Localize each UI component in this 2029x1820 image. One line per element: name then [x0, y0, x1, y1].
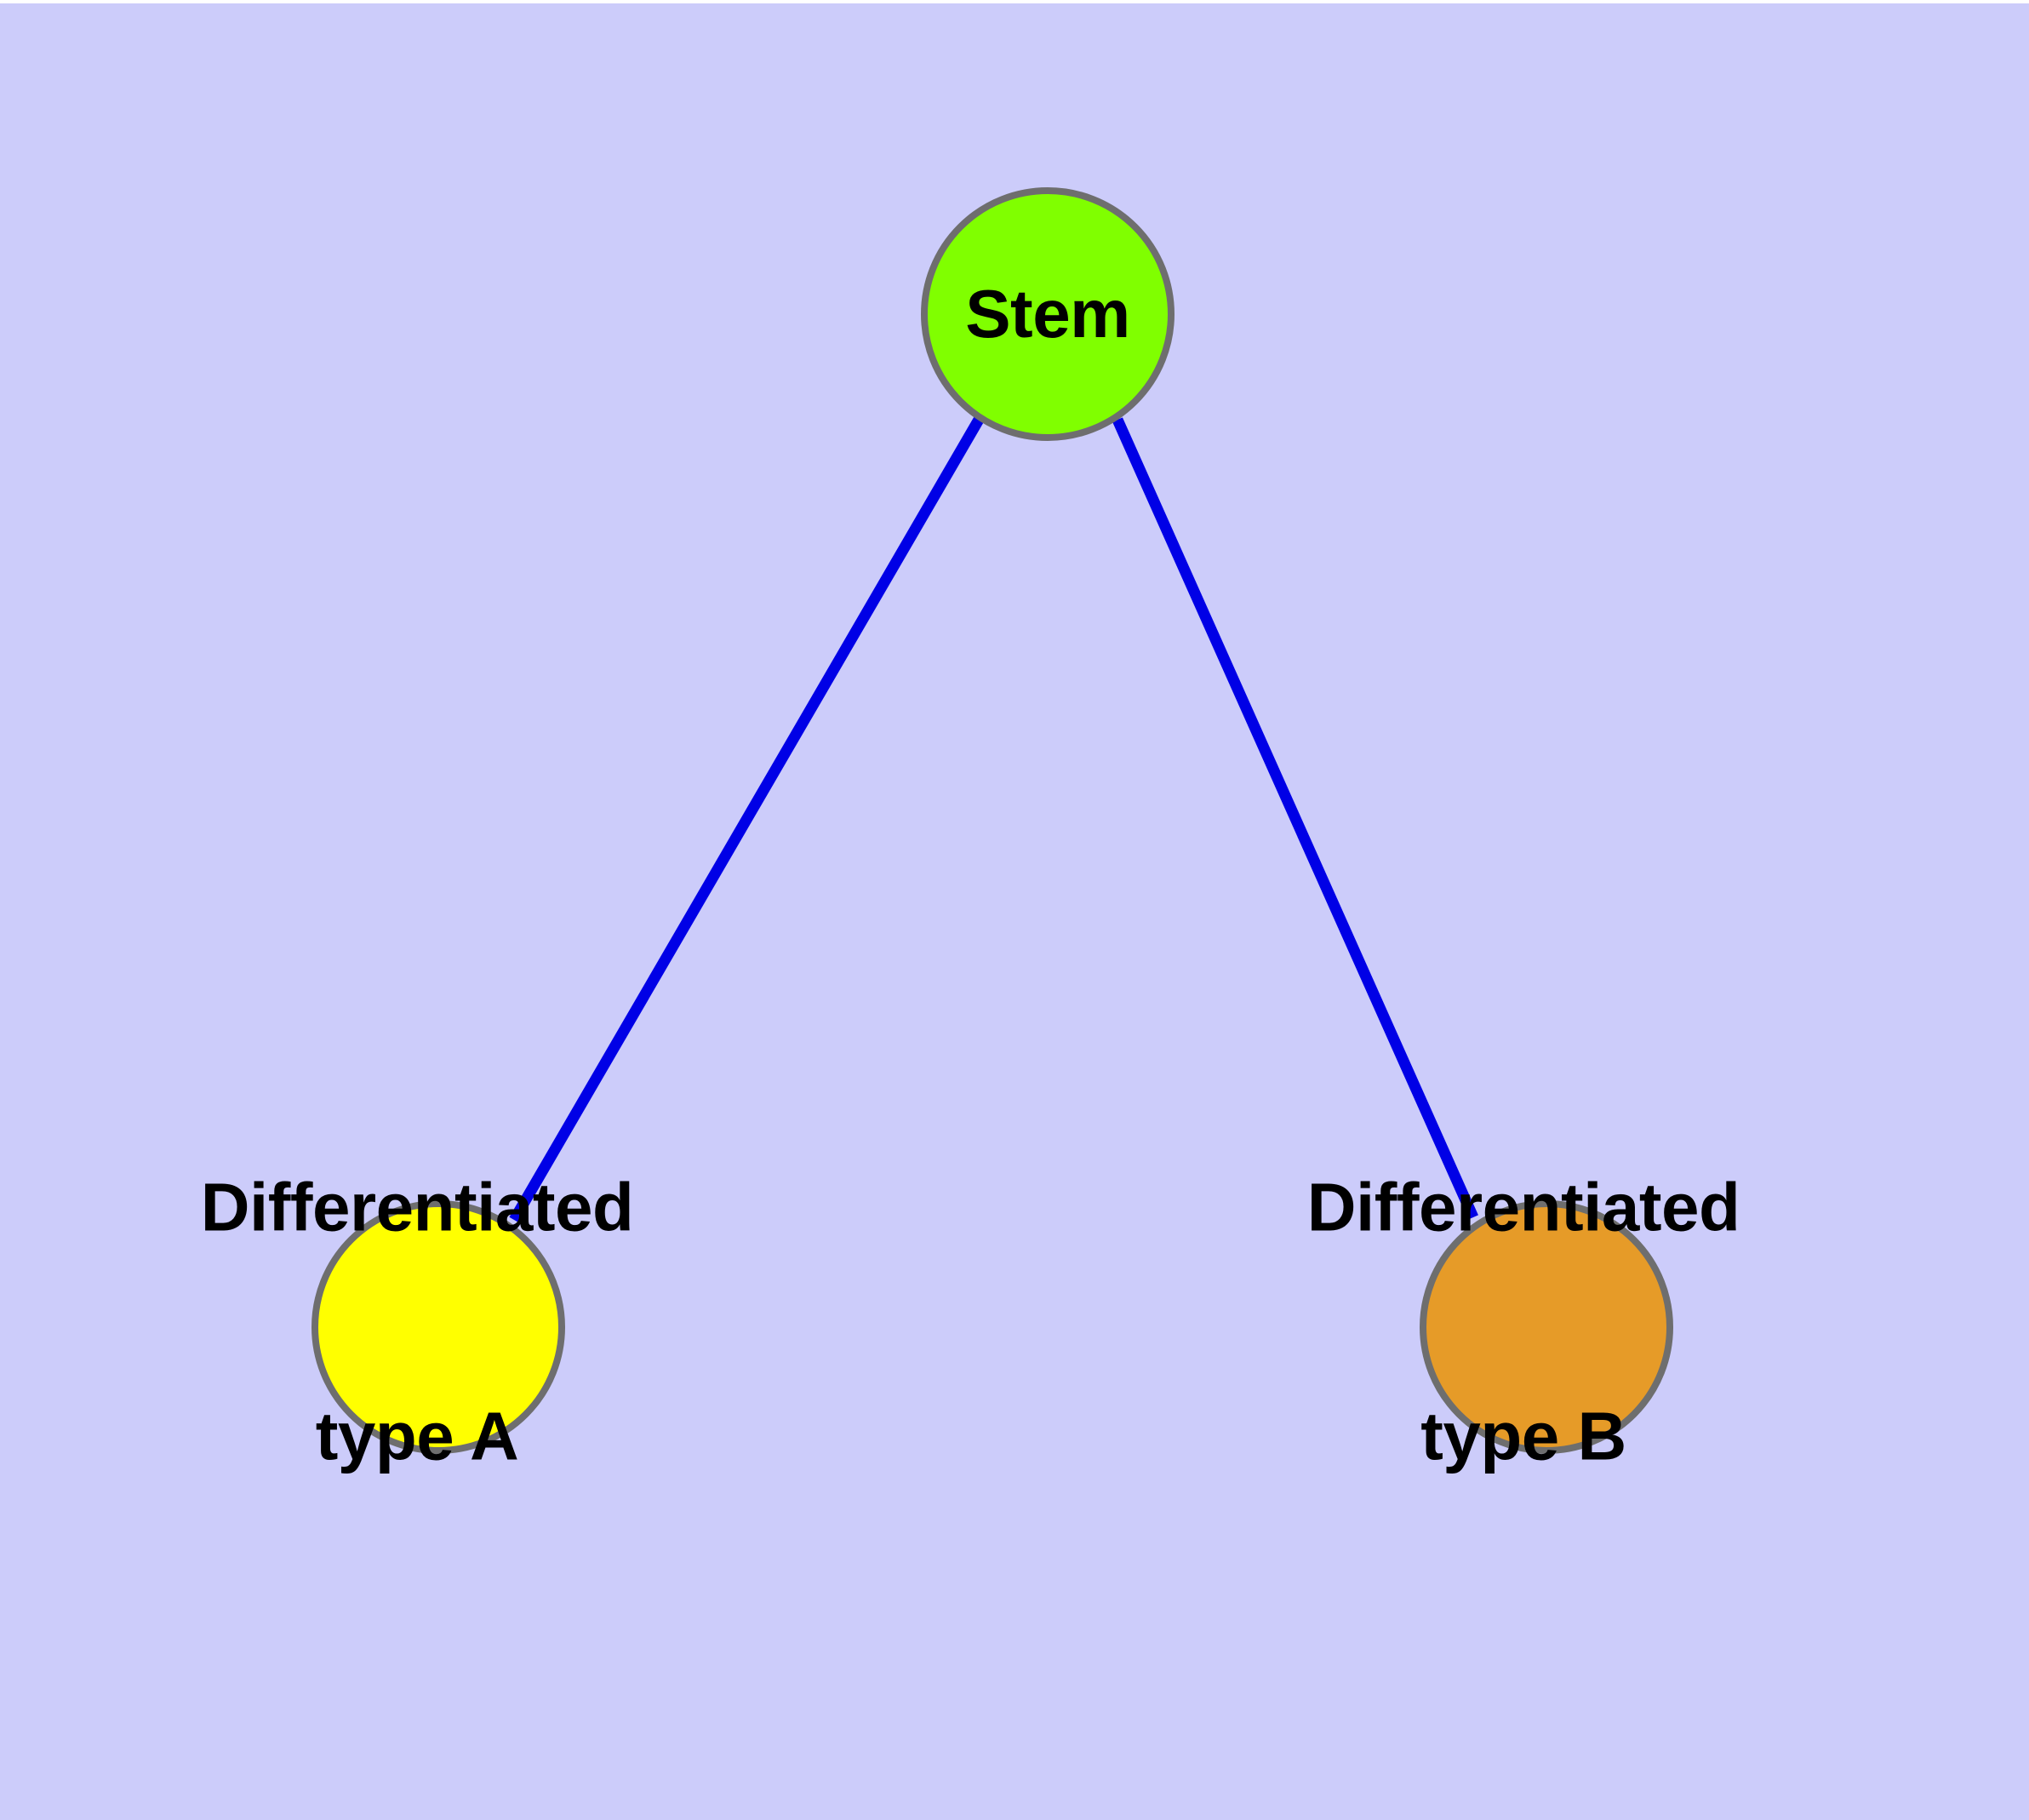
node-stem-circle[interactable]: [921, 187, 1175, 441]
node-layer: [311, 187, 1673, 1454]
edge-layer: [509, 416, 1478, 1223]
node-differentiated-type-b-circle[interactable]: [1420, 1200, 1673, 1454]
edge-stem-to-differentiated-type-b: [1112, 417, 1478, 1220]
edge-stem-to-differentiated-type-a: [509, 416, 984, 1223]
node-differentiated-type-a-circle[interactable]: [311, 1200, 565, 1454]
